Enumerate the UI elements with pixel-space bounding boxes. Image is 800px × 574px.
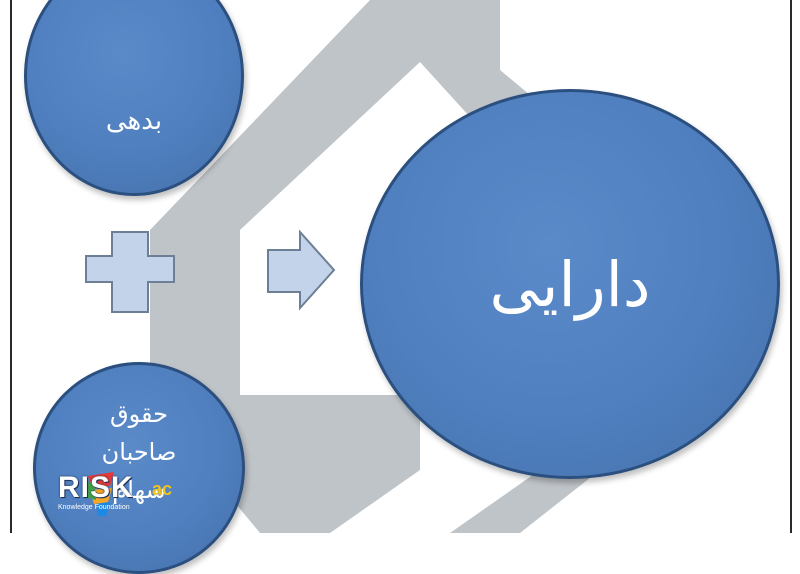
right-border xyxy=(790,0,792,533)
asset-label: دارایی xyxy=(489,247,651,321)
arrow-right-icon xyxy=(267,229,336,311)
house-outline-shape xyxy=(150,0,560,533)
equity-circle: حقوق صاحبان سهام xyxy=(33,362,245,574)
background-shapes xyxy=(85,0,600,533)
equity-label-line1: حقوق xyxy=(110,400,168,428)
plus-icon xyxy=(85,231,175,313)
logo-brand: RISK xyxy=(58,471,134,504)
equity-label-line2: صاحبان xyxy=(101,438,177,466)
house-right-shape xyxy=(450,470,600,533)
equity-label: حقوق صاحبان سهام xyxy=(36,395,242,509)
equity-label-line3: سهام xyxy=(112,476,166,504)
logo-tagline: Knowledge Foundation xyxy=(58,504,130,511)
asset-circle: دارایی xyxy=(360,89,780,479)
logo-suffix: ac xyxy=(152,479,173,499)
debt-circle: بدهی xyxy=(24,0,244,196)
riskac-logo-icon xyxy=(86,472,114,516)
debt-label: بدهی xyxy=(105,106,163,136)
left-border xyxy=(10,0,12,533)
